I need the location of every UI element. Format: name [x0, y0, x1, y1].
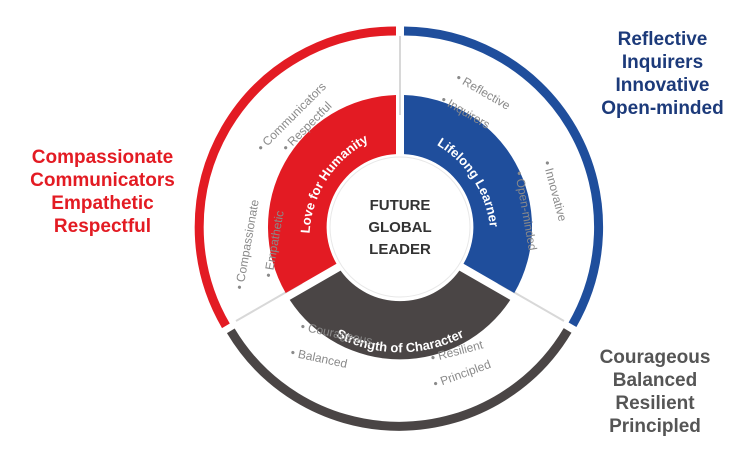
side-list-learner: Reflective Inquirers Innovative Open-min…	[575, 28, 750, 120]
segment-strength-of-character	[289, 270, 511, 360]
center-line-3: LEADER	[369, 241, 431, 258]
outer-arc-humanity	[194, 26, 397, 329]
inner-ring	[267, 95, 533, 360]
side-list-humanity: Compassionate Communicators Empathetic R…	[0, 146, 205, 238]
center-line-1: FUTURE	[370, 197, 431, 214]
center-line-2: GLOBAL	[368, 219, 431, 236]
side-item-resilient: Resilient	[615, 393, 695, 414]
side-item-respectful: Respectful	[53, 216, 152, 237]
side-item-balanced: Balanced	[612, 370, 698, 391]
outer-arc-learner	[403, 26, 604, 327]
side-item-courageous: Courageous	[599, 347, 711, 368]
side-item-innovative: Innovative	[615, 75, 710, 96]
center-title: FUTURE GLOBAL LEADER	[368, 197, 431, 258]
side-item-principled: Principled	[609, 416, 701, 437]
side-item-reflective: Reflective	[617, 29, 708, 50]
side-item-communicators: Communicators	[30, 170, 175, 191]
side-item-compassionate: Compassionate	[31, 147, 174, 168]
segment-love-for-humanity	[267, 95, 396, 293]
side-item-inquirers: Inquirers	[621, 52, 704, 73]
segment-lifelong-learner	[404, 95, 533, 293]
outer-arc-character	[226, 328, 572, 431]
side-item-empathetic: Empathetic	[51, 193, 154, 214]
center-circle	[329, 156, 471, 298]
side-item-open-minded: Open-minded	[601, 98, 724, 119]
side-list-character: Courageous Balanced Resilient Principled	[580, 346, 730, 438]
